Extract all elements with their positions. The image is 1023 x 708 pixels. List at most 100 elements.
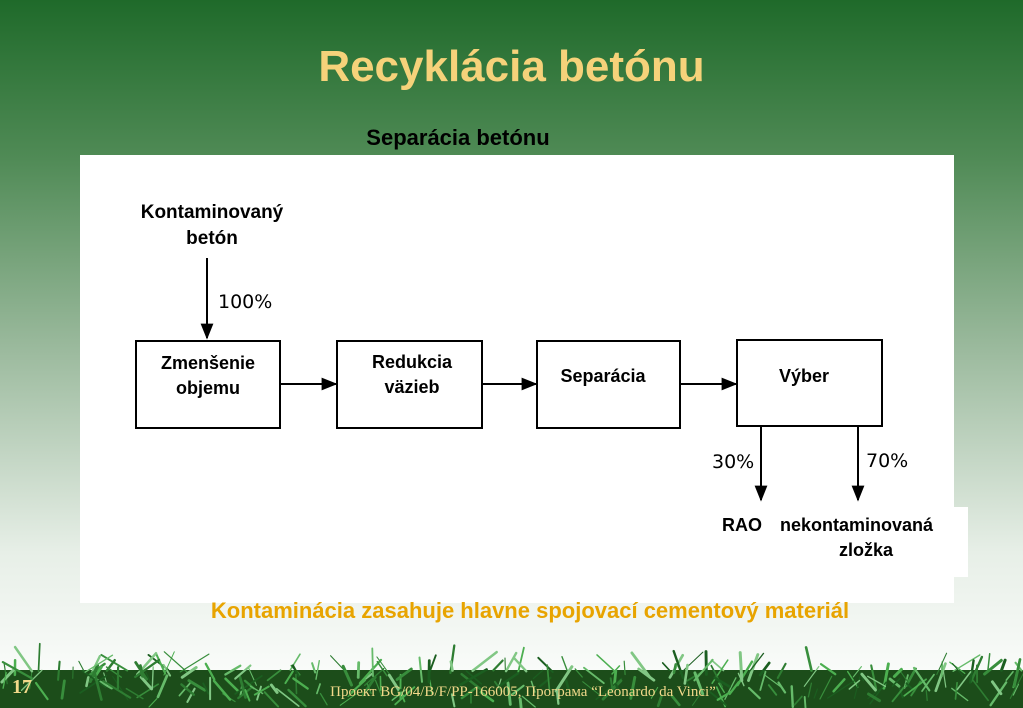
page-number: 17 bbox=[12, 676, 32, 698]
grass-blade bbox=[1005, 670, 1014, 681]
grass-blade bbox=[561, 656, 568, 672]
grass-blade bbox=[247, 667, 257, 686]
grass-blade bbox=[512, 656, 528, 673]
grass-blade bbox=[952, 654, 981, 672]
grass-blade bbox=[418, 656, 423, 683]
grass-blade bbox=[952, 663, 964, 677]
grass-blade bbox=[596, 654, 616, 672]
grass-blade bbox=[630, 651, 652, 679]
output-left-percent: 30% bbox=[712, 451, 754, 473]
grass-blade bbox=[291, 664, 300, 678]
grass-blade bbox=[155, 653, 167, 675]
grass-blade bbox=[990, 680, 1003, 696]
grass-blade bbox=[848, 679, 861, 690]
grass-blade bbox=[465, 670, 483, 685]
grass-blade bbox=[530, 680, 536, 693]
grass-blade bbox=[186, 687, 196, 703]
grass-blade bbox=[564, 679, 571, 693]
grass-blade bbox=[813, 688, 819, 699]
grass-blade bbox=[969, 675, 990, 702]
grass-blade bbox=[1012, 683, 1020, 696]
grass-blade bbox=[244, 689, 251, 702]
grass-blade bbox=[398, 689, 406, 703]
grass-blade bbox=[460, 686, 478, 700]
grass-blade bbox=[852, 666, 862, 678]
grass-blade bbox=[629, 675, 637, 700]
grass-blade bbox=[224, 677, 240, 693]
grass-blade bbox=[391, 689, 406, 701]
grass-blade bbox=[747, 686, 761, 700]
grass-blade bbox=[125, 687, 144, 700]
grass-blade bbox=[969, 655, 984, 683]
grass-blade bbox=[716, 690, 733, 701]
grass-blade bbox=[269, 683, 279, 694]
grass-blade bbox=[956, 671, 972, 691]
box-3-line1: Separácia bbox=[560, 366, 646, 386]
grass-blade bbox=[479, 690, 495, 703]
box-2-line1: Redukcia bbox=[372, 352, 453, 372]
grass-blade bbox=[692, 694, 701, 706]
grass-blade bbox=[511, 684, 525, 696]
grass-blade bbox=[253, 685, 270, 696]
grass-blade bbox=[615, 683, 622, 697]
grass-blade bbox=[287, 688, 307, 708]
grass-blade bbox=[395, 667, 413, 681]
bottom-note: Kontaminácia zasahuje hlavne spojovací c… bbox=[210, 598, 850, 623]
grass-blade bbox=[710, 664, 724, 688]
grass-blade bbox=[983, 658, 1003, 676]
grass-blade bbox=[450, 693, 456, 708]
grass-blade bbox=[711, 659, 729, 685]
grass-blade bbox=[686, 672, 702, 682]
grass-blade bbox=[311, 662, 317, 674]
input-label-line2: betón bbox=[186, 228, 238, 249]
grass-blade bbox=[162, 663, 172, 677]
grass-blade bbox=[449, 660, 454, 672]
grass-blade bbox=[350, 679, 367, 694]
grass-blade bbox=[204, 662, 216, 681]
grass-blade bbox=[366, 683, 372, 695]
grass-blade bbox=[156, 674, 169, 699]
grass-blade bbox=[1, 661, 34, 680]
grass-blade bbox=[224, 664, 242, 676]
grass-blade bbox=[555, 689, 560, 705]
grass-blade bbox=[37, 642, 41, 673]
grass-blade bbox=[292, 677, 309, 690]
grass-blade bbox=[777, 681, 787, 694]
grass-blade bbox=[683, 663, 689, 685]
grass-blade bbox=[234, 664, 252, 680]
grass-blade bbox=[954, 681, 958, 700]
grass-blade bbox=[518, 697, 523, 708]
grass-blade bbox=[951, 687, 969, 702]
grass-blade bbox=[13, 645, 34, 673]
grass-blade bbox=[460, 672, 484, 692]
grass-blade bbox=[737, 672, 745, 687]
grass-blade bbox=[738, 651, 744, 682]
diagram-panel bbox=[80, 155, 954, 603]
grass-blade bbox=[803, 696, 807, 708]
grass-blade bbox=[656, 694, 663, 708]
grass-blade bbox=[846, 670, 859, 688]
footer-text: Проект BG/04/B/F/PP-166005, Програма “Le… bbox=[330, 684, 716, 700]
grass-blade bbox=[904, 667, 917, 688]
grass-blade bbox=[807, 682, 813, 698]
input-percent: 100% bbox=[218, 291, 272, 313]
grass-blade bbox=[295, 673, 298, 695]
grass-blade bbox=[85, 676, 90, 688]
grass-blade bbox=[134, 658, 161, 679]
grass-blade bbox=[178, 682, 191, 697]
output-left-label: RAO bbox=[722, 515, 762, 535]
grass-blade bbox=[623, 660, 626, 676]
grass-blade bbox=[506, 681, 512, 706]
grass-blade bbox=[105, 658, 116, 672]
grass-blade bbox=[790, 685, 794, 708]
grass-blade bbox=[138, 664, 144, 678]
grass-blade bbox=[905, 682, 916, 693]
grass-blade bbox=[2, 672, 7, 689]
grass-blade bbox=[870, 664, 878, 691]
input-label-line1: Kontaminovaný bbox=[141, 202, 284, 223]
grass-blade bbox=[611, 665, 621, 675]
grass-blade bbox=[179, 653, 210, 673]
grass-blade bbox=[315, 660, 320, 680]
grass-blade bbox=[93, 672, 103, 701]
output-right-percent: 70% bbox=[866, 450, 908, 472]
